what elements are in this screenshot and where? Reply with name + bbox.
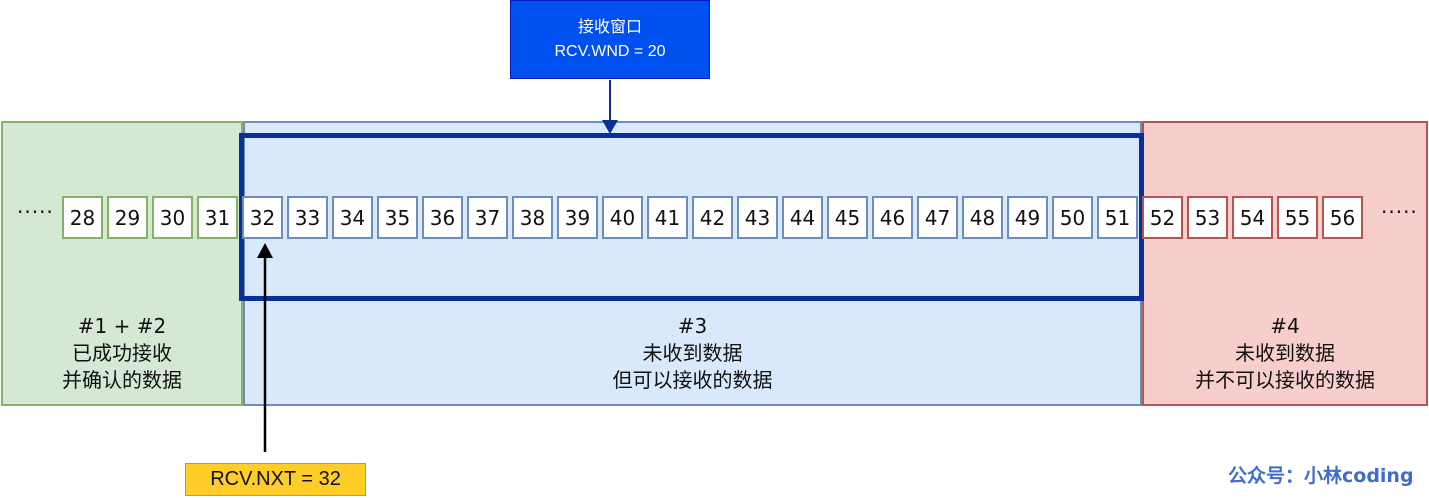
seq-cell: 35 <box>377 196 418 239</box>
seq-cell: 28 <box>62 196 103 239</box>
received-region-label: #1 + #2 已成功接收 并确认的数据 <box>3 313 241 394</box>
seq-cell: 37 <box>467 196 508 239</box>
window-label-line: 但可以接收的数据 <box>612 368 773 392</box>
seq-cell: 55 <box>1277 196 1318 239</box>
blocked-label-line: #4 <box>1270 314 1300 338</box>
seq-cell: 32 <box>242 196 283 239</box>
blocked-label-line: 未收到数据 <box>1235 341 1335 365</box>
seq-cell: 33 <box>287 196 328 239</box>
seq-cell: 56 <box>1322 196 1363 239</box>
seq-cell: 39 <box>557 196 598 239</box>
seq-cell: 36 <box>422 196 463 239</box>
rcv-wnd-title: 接收窗口 <box>577 18 642 36</box>
received-label-line: 并确认的数据 <box>62 368 182 392</box>
seq-cell: 45 <box>827 196 868 239</box>
receive-window-frame <box>239 133 1144 301</box>
seq-cell: 40 <box>602 196 643 239</box>
received-label-line: 已成功接收 <box>72 341 172 365</box>
window-label-line: #3 <box>677 314 708 338</box>
seq-cell: 47 <box>917 196 958 239</box>
received-region: #1 + #2 已成功接收 并确认的数据 <box>1 121 243 406</box>
seq-cell: 53 <box>1187 196 1228 239</box>
seq-cell: 51 <box>1097 196 1138 239</box>
seq-cell: 54 <box>1232 196 1273 239</box>
rcv-nxt-box: RCV.NXT = 32 <box>185 463 366 496</box>
seq-cell: 42 <box>692 196 733 239</box>
window-region-label: #3 未收到数据 但可以接收的数据 <box>245 313 1140 394</box>
window-label-line: 未收到数据 <box>642 341 743 365</box>
blocked-region-label: #4 未收到数据 并不可以接收的数据 <box>1144 313 1426 394</box>
seq-cell: 38 <box>512 196 553 239</box>
ellipsis-right: ····· <box>1381 200 1418 224</box>
seq-cell: 46 <box>872 196 913 239</box>
blocked-label-line: 并不可以接收的数据 <box>1195 368 1375 392</box>
rcv-wnd-value: RCV.WND = 20 <box>554 42 666 60</box>
seq-cell: 41 <box>647 196 688 239</box>
received-label-line: #1 + #2 <box>77 314 167 338</box>
seq-cell: 44 <box>782 196 823 239</box>
seq-cell: 43 <box>737 196 778 239</box>
seq-cell: 48 <box>962 196 1003 239</box>
window-region: #3 未收到数据 但可以接收的数据 <box>243 121 1142 406</box>
seq-cell: 50 <box>1052 196 1093 239</box>
watermark: 公众号：小林coding <box>1228 465 1414 487</box>
seq-cell: 52 <box>1142 196 1183 239</box>
seq-cell: 31 <box>197 196 238 239</box>
seq-cell: 49 <box>1007 196 1048 239</box>
seq-cell: 30 <box>152 196 193 239</box>
seq-cell: 29 <box>107 196 148 239</box>
blocked-region: #4 未收到数据 并不可以接收的数据 <box>1142 121 1428 406</box>
seq-cell: 34 <box>332 196 373 239</box>
ellipsis-left: ····· <box>17 200 54 224</box>
rcv-nxt-label: RCV.NXT = 32 <box>210 468 341 490</box>
rcv-wnd-box: 接收窗口 RCV.WND = 20 <box>510 0 710 79</box>
